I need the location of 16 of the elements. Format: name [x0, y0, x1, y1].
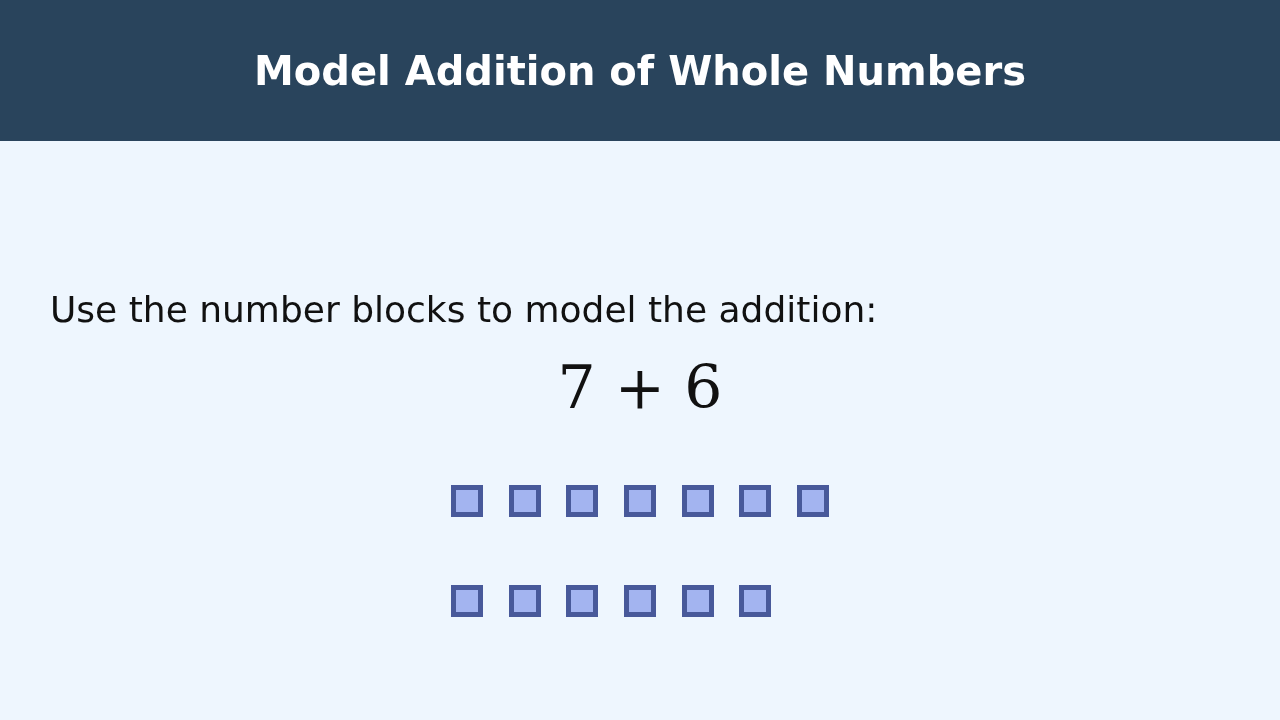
square-block-icon	[624, 485, 656, 517]
square-block-icon	[566, 485, 598, 517]
square-block-icon	[739, 485, 771, 517]
instruction-text: Use the number blocks to model the addition:	[50, 289, 878, 330]
square-block-icon	[682, 485, 714, 517]
square-block-icon	[451, 585, 483, 617]
square-block-icon	[739, 585, 771, 617]
square-block-icon	[509, 585, 541, 617]
square-block-icon	[797, 485, 829, 517]
square-block-icon	[682, 585, 714, 617]
addition-expression: 7 + 6	[557, 352, 723, 422]
square-block-icon	[451, 485, 483, 517]
title: Model Addition of Whole Numbers	[254, 47, 1026, 94]
square-block-icon	[566, 585, 598, 617]
square-block-icon	[509, 485, 541, 517]
square-block-icon	[624, 585, 656, 617]
